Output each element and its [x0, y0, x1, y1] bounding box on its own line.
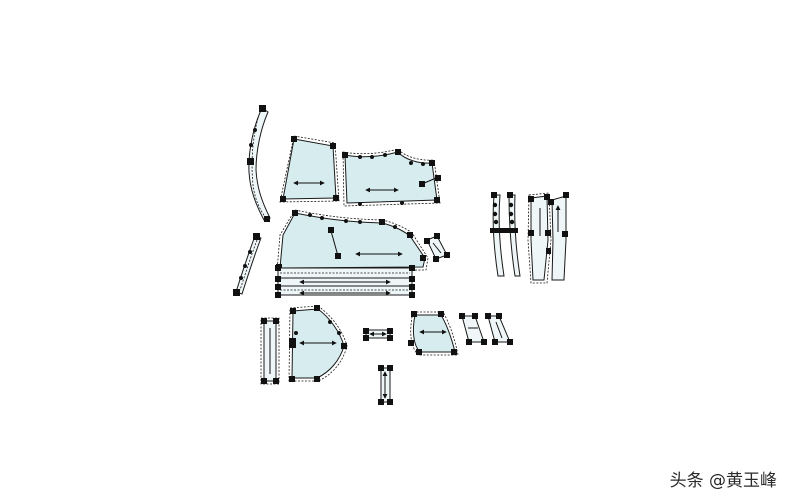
pattern-piece-slanted-small-1[interactable] [459, 313, 487, 345]
pattern-piece-sleeve-panel[interactable] [342, 148, 441, 207]
pattern-piece-loop-vertical[interactable] [378, 365, 393, 405]
pattern-piece-body-panel[interactable] [276, 209, 429, 272]
pattern-piece-yoke[interactable] [408, 311, 459, 356]
pattern-piece-right-tall-pieces[interactable] [527, 192, 569, 284]
pattern-piece-side-panel[interactable] [288, 305, 348, 382]
pattern-piece-waistband-strips[interactable] [275, 265, 415, 298]
pattern-piece-small-tab[interactable] [424, 233, 450, 262]
watermark-text: 头条 @黄玉峰 [669, 471, 777, 491]
pattern-piece-twin-long-strips[interactable] [490, 192, 521, 277]
pattern-piece-front-panel[interactable] [279, 135, 340, 203]
pattern-piece-slanted-small-2[interactable] [485, 313, 513, 345]
pattern-piece-narrow-strip[interactable] [260, 317, 280, 385]
pattern-piece-small-curved-strip[interactable] [233, 233, 262, 296]
pattern-piece-loop-horizontal[interactable] [363, 328, 393, 341]
pattern-piece-collar-strip[interactable] [247, 105, 271, 222]
